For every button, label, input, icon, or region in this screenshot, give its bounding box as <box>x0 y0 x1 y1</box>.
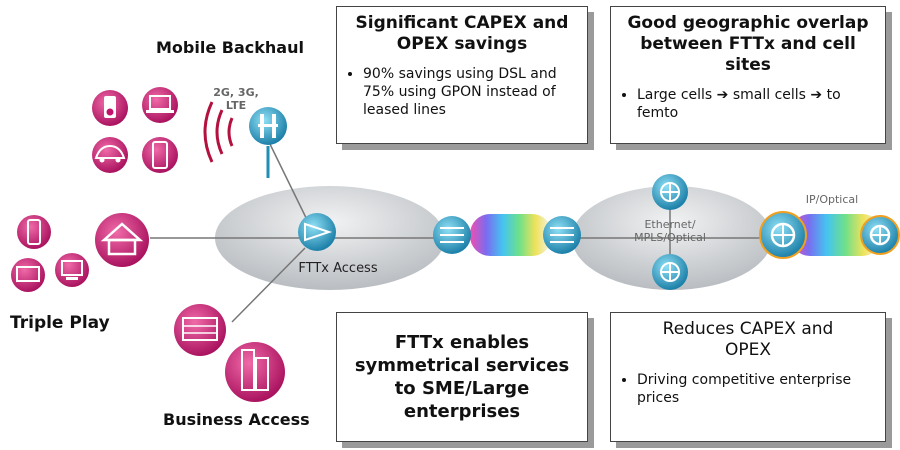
reduces-capex-box: Reduces CAPEX and OPEX Driving competiti… <box>610 312 886 442</box>
geographic-overlap-box: Good geographic overlap between FTTx and… <box>610 6 886 144</box>
box-title: Reduces CAPEX and OPEX <box>662 319 834 360</box>
office-building-icon <box>174 304 226 356</box>
radio-waves-icon <box>203 101 234 163</box>
router-icon <box>652 174 688 210</box>
radio-generations-label: 2G, 3G, LTE <box>213 86 259 112</box>
fttx-access-label: FTTx Access <box>298 261 378 276</box>
router-icon <box>860 215 900 255</box>
ip-optical-label: IP/Optical <box>805 193 859 206</box>
mobile-phone-icon <box>142 137 178 173</box>
computer-icon <box>55 253 89 287</box>
laptop-icon <box>142 87 178 123</box>
box-title: FTTx enables symmetrical services to SME… <box>354 332 570 422</box>
mobile-backhaul-label: Mobile Backhaul <box>156 38 304 57</box>
box-bullet: 90% savings using DSL and 75% using GPON… <box>363 65 577 119</box>
house-icon <box>95 213 149 267</box>
fiber-link-2 <box>790 214 882 256</box>
box-bullets: 90% savings using DSL and 75% using GPON… <box>347 65 577 119</box>
switch-icon <box>543 216 581 254</box>
router-icon <box>652 254 688 290</box>
phone-icon <box>17 215 51 249</box>
link-business <box>231 247 306 323</box>
ethernet-mpls-label: Ethernet/ MPLS/Optical <box>634 218 706 244</box>
box-title: Significant CAPEX and OPEX savings <box>355 13 569 54</box>
box-bullet: Driving competitive enterprise prices <box>637 371 875 407</box>
cell-tower-icon <box>249 107 287 178</box>
capex-opex-savings-box: Significant CAPEX and OPEX savings 90% s… <box>336 6 588 144</box>
fiber-link-1 <box>470 214 552 256</box>
box-bullets: Large cells ➔ small cells ➔ to femto <box>621 86 875 122</box>
access-node-icon <box>298 213 336 251</box>
router-icon <box>759 211 807 259</box>
link-tower <box>267 139 313 231</box>
car-icon <box>92 137 128 173</box>
tv-icon <box>11 258 45 292</box>
skyscraper-icon <box>225 342 285 402</box>
switch-icon <box>433 216 471 254</box>
mp3-player-icon <box>92 90 128 126</box>
symmetrical-services-box: FTTx enables symmetrical services to SME… <box>336 312 588 442</box>
box-title: Good geographic overlap between FTTx and… <box>627 13 869 75</box>
business-access-label: Business Access <box>163 410 310 429</box>
triple-play-label: Triple Play <box>10 313 110 333</box>
box-bullets: Driving competitive enterprise prices <box>621 371 875 407</box>
box-bullet: Large cells ➔ small cells ➔ to femto <box>637 86 875 122</box>
